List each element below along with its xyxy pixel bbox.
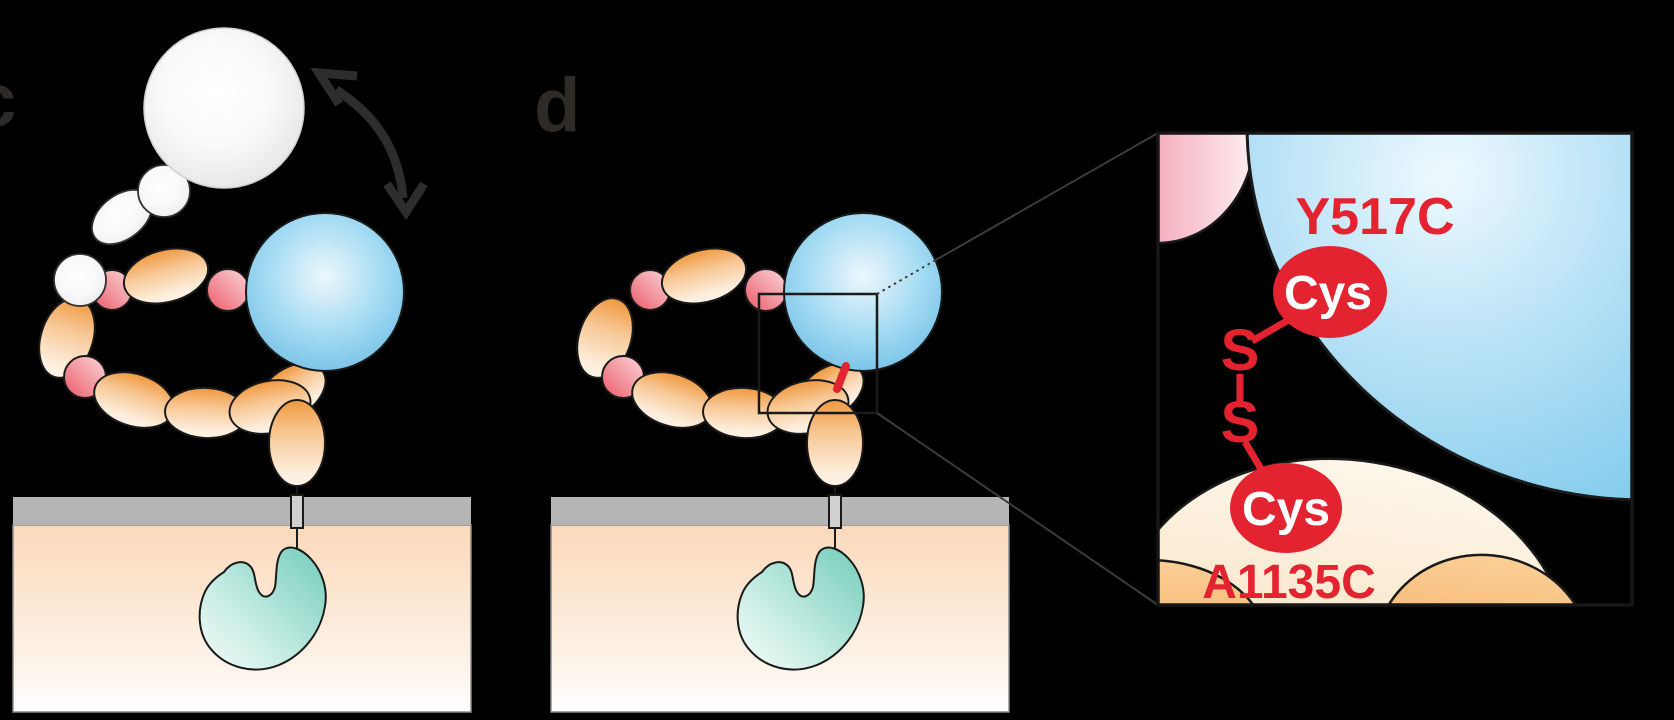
disulfide-bridge — [1236, 314, 1294, 471]
inset-blue-sphere — [1245, 133, 1632, 502]
inset-panel: S S Cys Cys Y517C A1135C — [1156, 131, 1634, 609]
inset-cream-domain — [1158, 457, 1571, 605]
mutation-label-bottom: A1135C — [1202, 556, 1375, 609]
zoom-box — [757, 292, 879, 415]
inset-border — [1156, 131, 1634, 607]
cys-top-ellipse — [1273, 246, 1387, 338]
cys-bottom-label: Cys — [1242, 483, 1330, 536]
rotation-arrow — [310, 67, 428, 221]
white-sphere — [143, 27, 305, 189]
disulfide-bond-mark — [833, 362, 850, 393]
panel-d-label: d — [534, 63, 580, 148]
inset-orange-domain-left — [1158, 559, 1255, 605]
panel-d: d — [534, 63, 1159, 713]
cys-bottom-ellipse — [1230, 463, 1342, 553]
mutation-label-top: Y517C — [1296, 188, 1455, 246]
sulfur-bottom-label: S — [1221, 390, 1260, 455]
sulfur-top-label: S — [1221, 318, 1260, 383]
zoom-connector-lines — [876, 132, 1159, 606]
cys-top-label: Cys — [1284, 267, 1372, 320]
white-bead-small — [53, 253, 107, 307]
inset-pink-domain — [1158, 133, 1257, 245]
panel-c: c — [0, 27, 472, 713]
panel-c-label: c — [0, 58, 16, 143]
white-bead-medium — [137, 164, 191, 218]
